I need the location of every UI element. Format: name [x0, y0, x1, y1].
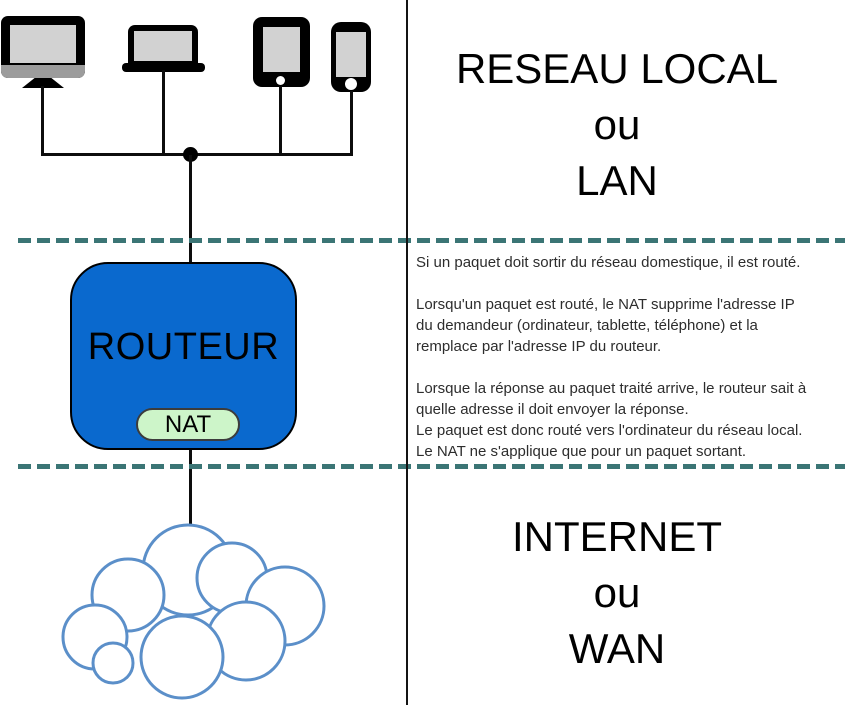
wan-zone-separator-line	[18, 464, 845, 469]
laptop-screen	[134, 31, 192, 61]
wan-zone-title: INTERNET ou WAN	[512, 513, 722, 672]
desktop-screen	[10, 25, 76, 63]
desktop-computer-icon	[1, 16, 85, 78]
lan-zone-separator-line	[18, 238, 845, 243]
lan-zone-title: RESEAU LOCAL ou LAN	[455, 45, 779, 204]
smartphone-home-button	[345, 78, 357, 90]
nat-description-paragraph-1: Si un paquet doit sortir du réseau domes…	[416, 254, 801, 271]
smartphone-screen	[336, 32, 366, 77]
desktop-chin	[1, 65, 85, 78]
smartphone-icon	[331, 22, 371, 92]
cable-lan-to-router	[189, 155, 192, 263]
cable-router-to-internet	[189, 449, 192, 530]
nat-description-paragraph-2: Lorsqu'un paquet est routé, le NAT suppr…	[416, 296, 795, 355]
tablet-home-button	[276, 76, 285, 85]
cable-smartphone	[350, 91, 353, 154]
router-box: ROUTEUR NAT	[70, 262, 297, 450]
tablet-screen	[263, 27, 300, 72]
nat-badge: NAT	[136, 408, 240, 441]
laptop-base	[122, 63, 205, 72]
desktop-stand	[22, 78, 64, 88]
cable-desktop	[41, 86, 44, 155]
junction-dot	[183, 147, 198, 162]
cable-tablet	[279, 86, 282, 155]
router-label: ROUTEUR	[87, 326, 280, 368]
nat-description: Si un paquet doit sortir du réseau domes…	[416, 252, 840, 483]
cable-laptop	[162, 70, 165, 155]
cloud-icon	[61, 523, 326, 700]
tablet-icon	[253, 17, 310, 87]
panel-divider-line	[406, 0, 408, 705]
nat-description-paragraph-3: Lorsque la réponse au paquet traité arri…	[416, 380, 807, 460]
laptop-icon	[128, 25, 198, 65]
